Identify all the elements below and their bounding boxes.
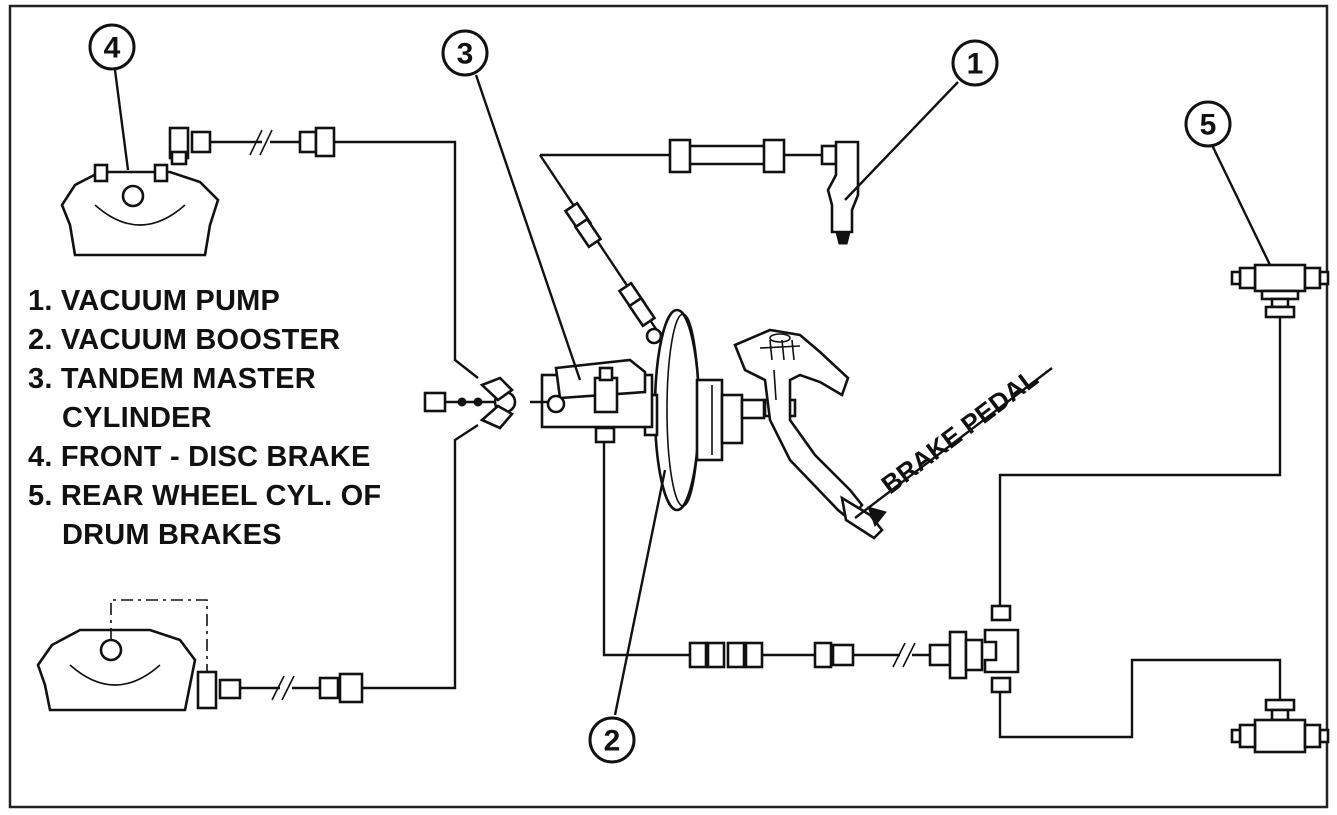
vacuum-hose <box>563 201 663 345</box>
callout-3: 3 <box>441 29 489 77</box>
callout-4-number: 4 <box>104 32 121 65</box>
tandem-master-cylinder <box>423 358 654 444</box>
legend-item-rear-wheel-cyl: 5. REAR WHEEL CYL. OF <box>28 480 382 512</box>
legend-item-front-disc-brake: 4. FRONT - DISC BRAKE <box>28 441 371 473</box>
brake-lines <box>335 140 1282 739</box>
callout-2-leader <box>613 469 667 716</box>
rear-line-fittings <box>688 604 1020 694</box>
callout-4: 4 <box>88 23 136 71</box>
pedal-arrow-line <box>854 367 1053 519</box>
vacuum-pump <box>668 138 860 245</box>
rear-wheel-cylinder-top <box>1230 263 1330 319</box>
callout-3-leader <box>474 74 582 381</box>
callout-3-number: 3 <box>457 38 474 71</box>
callout-1-number: 1 <box>967 48 984 81</box>
callout-5-number: 5 <box>1200 109 1217 142</box>
legend-item-tandem-master-cont: CYLINDER <box>62 402 212 434</box>
pedal-arrow-head <box>867 506 887 528</box>
callout-5: 5 <box>1184 100 1232 148</box>
callout-2: 2 <box>588 716 636 764</box>
legend-item-rear-wheel-cyl-cont: DRUM BRAKES <box>62 519 282 551</box>
callout-2-number: 2 <box>604 725 621 758</box>
brake-pedal <box>733 328 884 540</box>
callout-5-leader <box>1210 144 1272 266</box>
rear-wheel-cylinder-bottom <box>1230 698 1330 754</box>
callout-1: 1 <box>951 39 999 87</box>
front-disc-brake-top <box>60 126 336 257</box>
legend-item-vacuum-pump: 1. VACUUM PUMP <box>28 285 281 317</box>
callout-4-leader <box>113 69 130 171</box>
front-disc-brake-bottom <box>36 599 364 712</box>
callout-1-leader <box>844 81 959 201</box>
parts-legend: 1. VACUUM PUMP 2. VACUUM BOOSTER 3. TAND… <box>28 282 381 555</box>
legend-item-vacuum-booster: 2. VACUUM BOOSTER <box>28 324 341 356</box>
legend-item-tandem-master: 3. TANDEM MASTER <box>28 363 316 395</box>
